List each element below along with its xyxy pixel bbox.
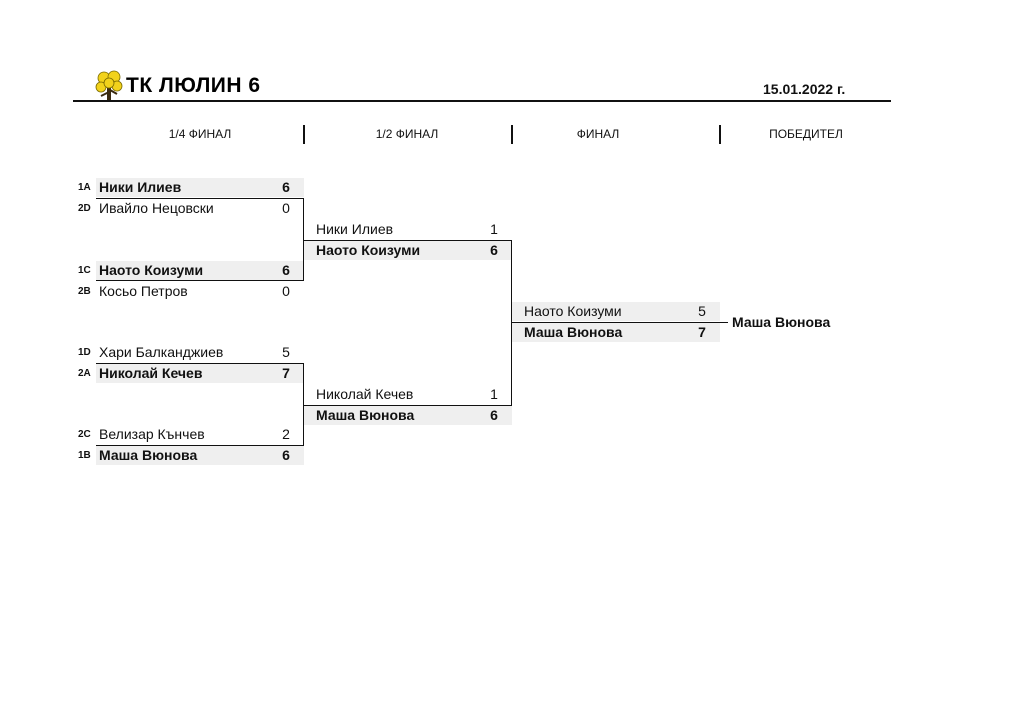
seed-label: 2C [78, 429, 91, 440]
bracket-line [96, 198, 304, 199]
player-score: 6 [490, 242, 498, 258]
round-divider [719, 125, 721, 144]
player-score: 5 [698, 303, 706, 319]
tennis-tree-logo-icon [95, 70, 123, 100]
player-row [96, 364, 304, 383]
bracket-connector [303, 198, 304, 240]
round-divider [303, 125, 305, 144]
player-name: Ники Илиев [99, 179, 182, 195]
player-row [304, 241, 512, 260]
seed-label: 1C [78, 265, 91, 276]
player-row [512, 302, 720, 321]
player-name: Ники Илиев [316, 221, 394, 237]
player-name: Николай Кечев [316, 386, 414, 402]
player-score: 0 [282, 200, 290, 216]
event-date: 15.01.2022 г. [763, 81, 846, 97]
bracket-connector [303, 363, 304, 405]
player-score: 7 [698, 324, 706, 340]
round-divider [511, 125, 513, 144]
player-row [96, 261, 304, 280]
player-score: 1 [490, 221, 498, 237]
round-header-winner: ПОБЕДИТЕЛ [769, 127, 843, 141]
player-row [96, 446, 304, 465]
player-score: 5 [282, 344, 290, 360]
bracket-connector [511, 240, 512, 323]
player-name: Маша Вюнова [524, 324, 623, 340]
header-divider [73, 100, 891, 102]
champion-name: Маша Вюнова [732, 314, 831, 330]
bracket-line [304, 405, 512, 406]
round-header-quarterfinal: 1/4 ФИНАЛ [168, 127, 232, 141]
seed-label: 1B [78, 450, 91, 461]
bracket-connector [720, 322, 728, 323]
bracket-line [96, 445, 304, 446]
player-row [304, 406, 512, 425]
player-name: Велизар Кънчев [99, 426, 205, 442]
player-name: Хари Балканджиев [99, 344, 224, 360]
round-header-final: ФИНАЛ [576, 127, 620, 141]
player-score: 6 [282, 447, 290, 463]
player-name: Наото Коизуми [99, 262, 204, 278]
bracket-line [304, 240, 512, 241]
bracket-line [96, 280, 304, 281]
seed-label: 1A [78, 182, 91, 193]
player-name: Маша Вюнова [99, 447, 198, 463]
round-header-semifinal: 1/2 ФИНАЛ [375, 127, 439, 141]
seed-label: 2D [78, 203, 91, 214]
player-score: 6 [490, 407, 498, 423]
player-score: 1 [490, 386, 498, 402]
player-score: 0 [282, 283, 290, 299]
player-score: 2 [282, 426, 290, 442]
player-score: 6 [282, 262, 290, 278]
bracket-line [96, 363, 304, 364]
player-row [512, 323, 720, 342]
seed-label: 1D [78, 347, 91, 358]
bracket-connector [303, 405, 304, 446]
player-name: Ивайло Нецовски [99, 200, 214, 216]
bracket-connector [511, 322, 512, 405]
player-name: Наото Коизуми [524, 303, 622, 319]
player-name: Маша Вюнова [316, 407, 415, 423]
player-name: Косьо Петров [99, 283, 188, 299]
player-name: Николай Кечев [99, 365, 203, 381]
club-name: ТК ЛЮЛИН 6 [126, 74, 261, 97]
player-score: 7 [282, 365, 290, 381]
player-name: Наото Коизуми [316, 242, 421, 258]
player-row [96, 178, 304, 197]
seed-label: 2A [78, 368, 91, 379]
bracket-connector [303, 240, 304, 281]
bracket-line [512, 322, 720, 323]
player-score: 6 [282, 179, 290, 195]
seed-label: 2B [78, 286, 91, 297]
